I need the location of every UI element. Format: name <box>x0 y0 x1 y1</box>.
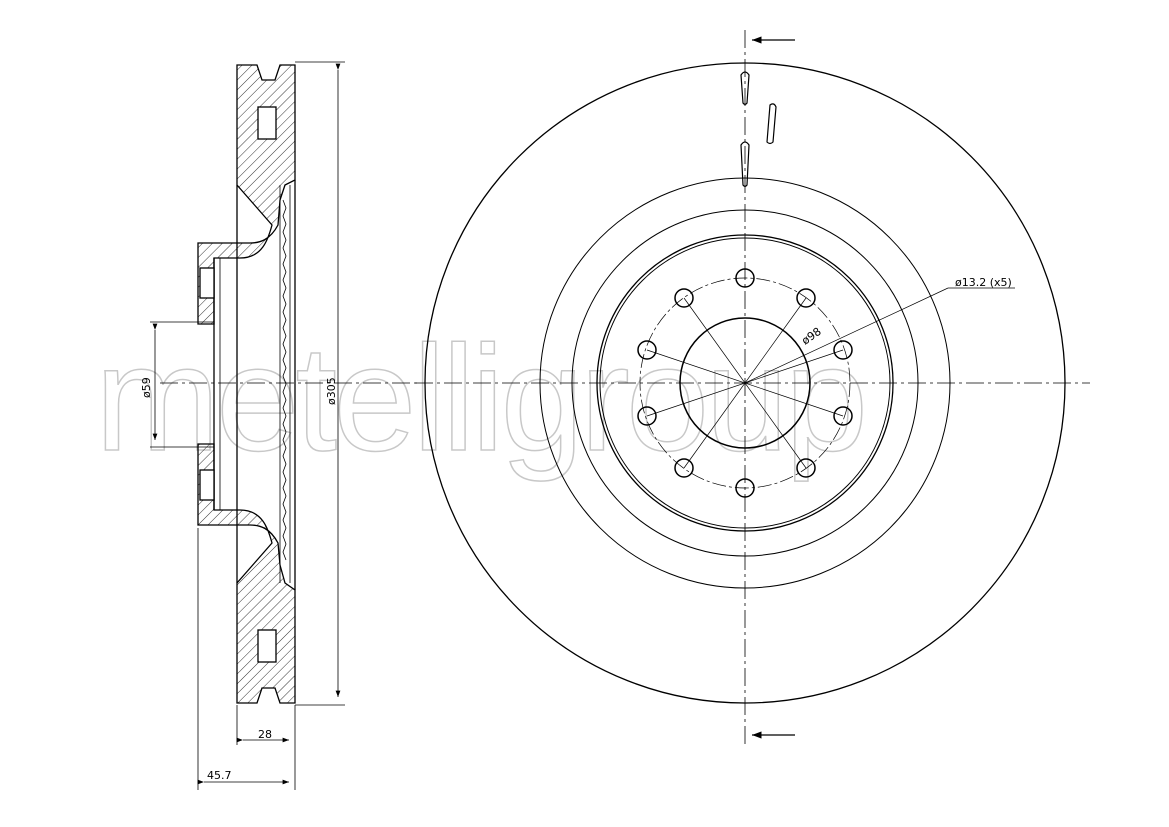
side-section-view <box>197 64 296 704</box>
overall-height-dimension: 45.7 <box>207 769 232 782</box>
front-view <box>415 30 1090 745</box>
thickness-dimension: 28 <box>258 728 272 741</box>
bolt-hole-dimension: ø13.2 (x5) <box>955 276 1012 289</box>
outer-diameter-dimension: ø305 <box>325 377 338 405</box>
hub-bore-dimension: ø59 <box>140 377 153 398</box>
watermark-logo: metelligroup <box>95 314 864 482</box>
